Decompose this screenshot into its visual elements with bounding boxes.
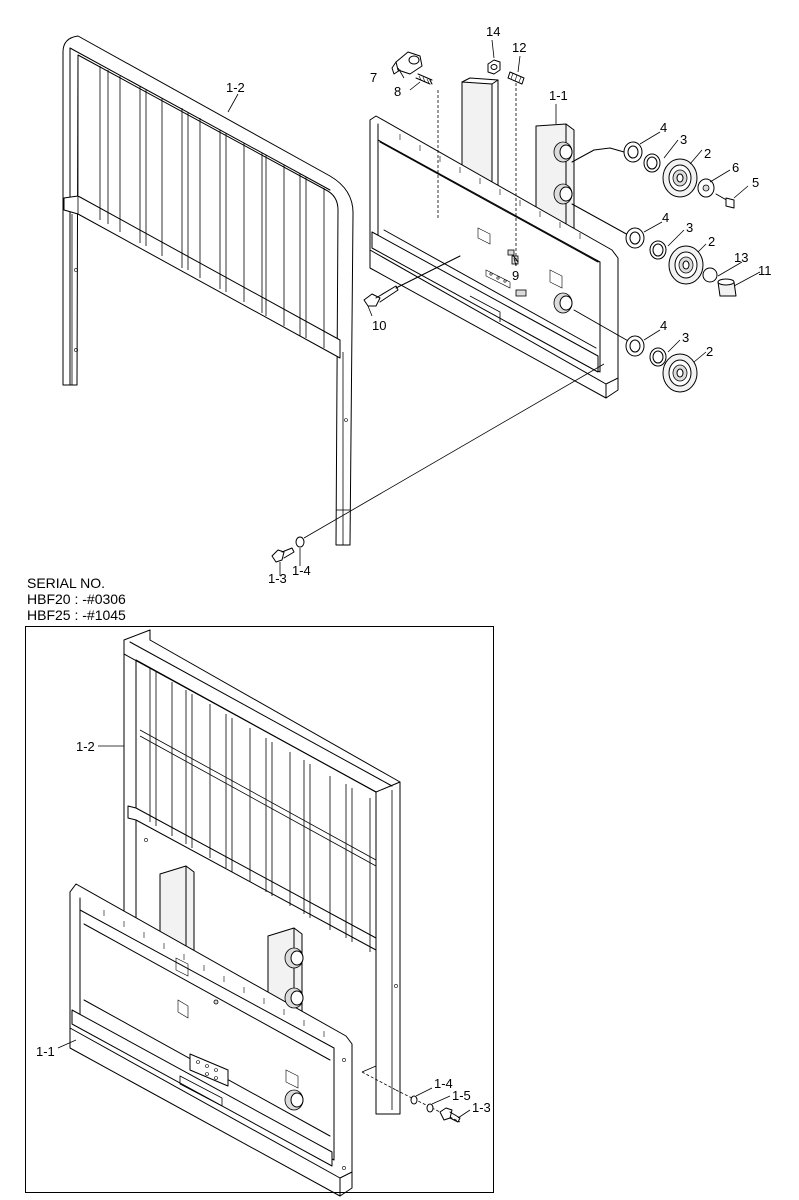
serial-hbf20: HBF20 : -#0306 <box>27 591 126 607</box>
bolt-washer-upper <box>271 536 305 576</box>
callout-1-2-top: 1-2 <box>226 80 245 95</box>
callout-12: 12 <box>512 40 526 55</box>
callout-7: 7 <box>370 70 377 85</box>
load-backrest-lower <box>123 629 401 1115</box>
roller-stud-lower-1 <box>284 947 304 969</box>
roller-stud-1 <box>553 141 573 163</box>
callout-2-b: 2 <box>708 234 715 249</box>
carriage-upper <box>369 77 619 399</box>
roller-stud-lower-2 <box>284 987 304 1009</box>
callout-9: 9 <box>512 268 519 283</box>
carriage-lower <box>69 865 353 1197</box>
callout-2-c: 2 <box>706 344 713 359</box>
callout-3-a: 3 <box>680 132 687 147</box>
load-backrest-upper <box>62 35 354 546</box>
callout-6: 6 <box>732 160 739 175</box>
roller-stud-2 <box>553 183 573 205</box>
callout-4-a: 4 <box>660 120 667 135</box>
callout-4-b: 4 <box>662 210 669 225</box>
callout-1-2-inset: 1-2 <box>76 739 95 754</box>
callout-1-1-inset: 1-1 <box>36 1044 55 1059</box>
callout-labels: 1-2 1-1 14 12 7 8 10 9 4 3 2 6 5 4 3 2 1… <box>36 24 772 1115</box>
callout-3-c: 3 <box>682 330 689 345</box>
callout-3-b: 3 <box>686 220 693 235</box>
callout-13: 13 <box>734 250 748 265</box>
callout-11: 11 <box>758 263 772 278</box>
callout-4-c: 4 <box>660 318 667 333</box>
small-parts-upper <box>363 51 525 307</box>
serial-hbf25: HBF25 : -#1045 <box>27 607 126 623</box>
serial-inset-frame <box>25 626 494 1193</box>
roller-stud-3 <box>553 292 573 314</box>
callout-1-5-inset: 1-5 <box>452 1088 471 1103</box>
callout-1-1-top: 1-1 <box>549 88 568 103</box>
roller-stack-1 <box>571 141 735 209</box>
part-7-stud <box>391 51 423 75</box>
callout-10: 10 <box>372 318 386 333</box>
callout-1-3-inset: 1-3 <box>472 1100 491 1115</box>
callout-1-3-top: 1-3 <box>268 571 287 586</box>
callout-1-4-inset: 1-4 <box>434 1076 453 1091</box>
roller-stack-2 <box>571 203 737 297</box>
callout-8: 8 <box>394 84 401 99</box>
roller-stack-3 <box>573 309 698 393</box>
callout-1-4-top: 1-4 <box>292 563 311 578</box>
bolt-washers-lower <box>395 1087 471 1123</box>
callout-5: 5 <box>752 175 759 190</box>
callout-14: 14 <box>486 24 500 39</box>
callout-2-a: 2 <box>704 146 711 161</box>
roller-stud-lower-3 <box>284 1089 304 1111</box>
serial-title: SERIAL NO. <box>27 575 106 591</box>
